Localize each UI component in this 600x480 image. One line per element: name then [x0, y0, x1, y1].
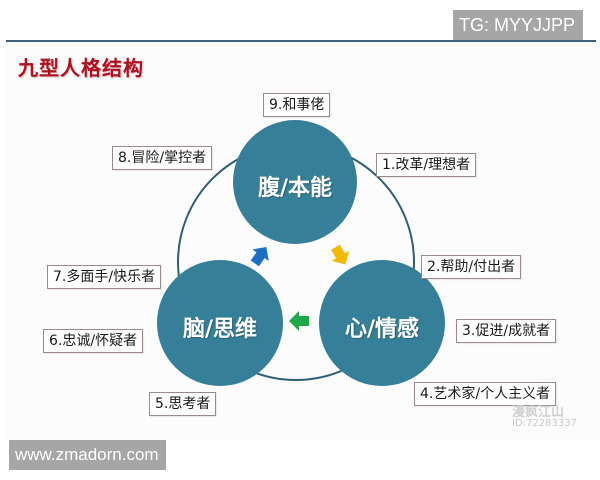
arrow-head-to-gut-icon — [250, 246, 269, 267]
type-9-box: 9.和事佬 — [263, 93, 331, 117]
watermark-name: 漫疯江山 — [512, 405, 565, 420]
heart-center-circle — [319, 260, 445, 386]
arrow-heart-to-head-icon — [289, 311, 309, 331]
head-center-label: 脑/思维 — [182, 317, 258, 342]
heart-center-label: 心/情感 — [344, 317, 420, 342]
type-4-box: 4.艺术家/个人主义者 — [414, 382, 557, 406]
type-7-box: 7.多面手/快乐者 — [47, 265, 162, 289]
tg-watermark-badge: TG: MYYJJPP — [453, 10, 583, 40]
type-2-box: 2.帮助/付出者 — [421, 255, 522, 279]
head-center-circle — [157, 260, 283, 386]
gut-center-circle — [233, 120, 357, 244]
header-divider — [6, 40, 596, 42]
site-url-badge: www.zmadorn.com — [9, 440, 166, 470]
watermark-id: ID:72283337 — [512, 418, 577, 429]
page-title: 九型人格结构 — [18, 56, 144, 80]
arrow-gut-to-heart-icon — [331, 244, 350, 265]
type-3-box: 3.促进/成就者 — [456, 319, 557, 343]
type-6-box: 6.忠诚/怀疑者 — [43, 329, 144, 353]
type-1-box: 1.改革/理想者 — [376, 153, 477, 177]
wechat-watermark: 漫疯江山 ID:72283337 — [512, 405, 577, 429]
type-5-box: 5.思考者 — [149, 392, 217, 416]
type-8-box: 8.冒险/掌控者 — [112, 146, 213, 170]
gut-center-label: 腹/本能 — [257, 176, 333, 201]
